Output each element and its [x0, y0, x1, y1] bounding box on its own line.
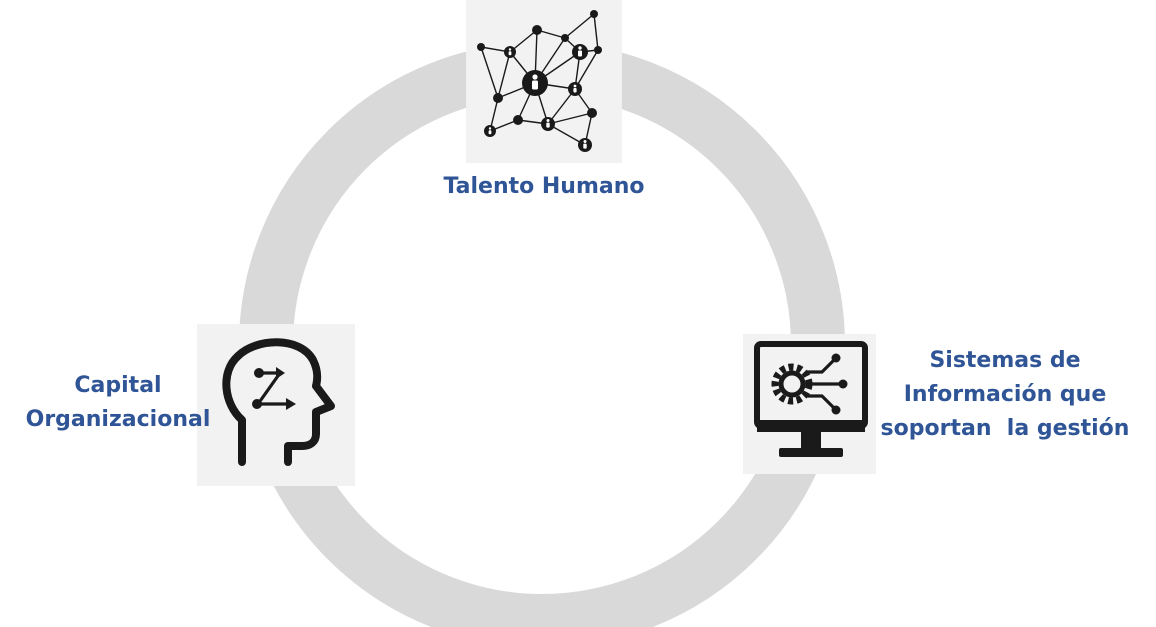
capital-organizacional-label: Capital Organizacional [18, 369, 218, 437]
sistemas-informacion-line-2: Información que [903, 382, 1107, 407]
talento-humano-line-1: Talento Humano [443, 174, 645, 199]
capital-node [197, 324, 355, 486]
talento-node [466, 0, 622, 163]
sistemas-informacion-line-1: Sistemas de [929, 348, 1081, 373]
sistemas-informacion-label: Sistemas de Información que soportan la … [880, 344, 1130, 446]
head-arrows-icon [222, 338, 335, 466]
talento-humano-label: Talento Humano [438, 170, 650, 204]
monitor-gear-icon [754, 341, 868, 457]
people-network-nodes [477, 10, 602, 152]
sistemas-informacion-line-3: soportan la gestión [880, 416, 1130, 441]
sistemas-node [743, 334, 876, 474]
capital-organizacional-line-1: Capital [74, 373, 162, 398]
people-silhouettes [488, 46, 587, 149]
capital-organizacional-line-2: Organizacional [25, 407, 211, 432]
